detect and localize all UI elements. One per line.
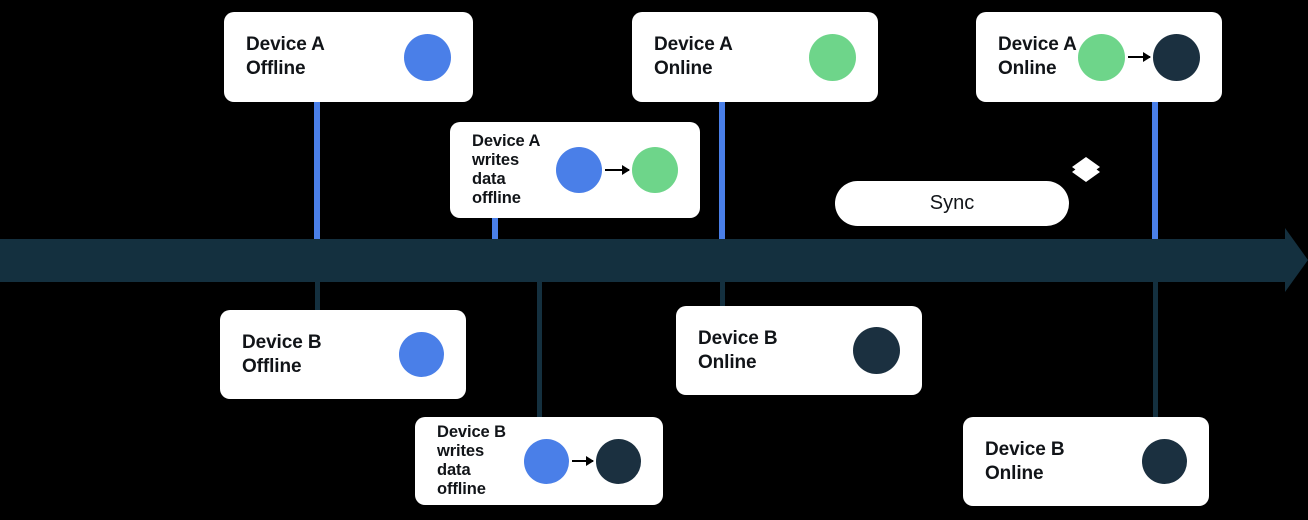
layers-icon <box>1069 153 1103 187</box>
card-device-a-writes-offline[interactable]: Device A writes data offline <box>450 122 700 218</box>
card-device-b-online-first-visual <box>853 327 900 374</box>
transition-arrow-icon <box>572 456 594 466</box>
transition-arrow-icon <box>605 165 630 175</box>
card-device-a-offline[interactable]: Device A Offline <box>224 12 473 102</box>
card-device-a-online-first-label: Device A Online <box>654 34 733 79</box>
card-device-a-online-sync-label: Device A Online <box>998 34 1077 79</box>
card-device-a-offline-label: Device A Offline <box>246 34 325 79</box>
status-dot-dark <box>1153 33 1200 81</box>
connector-device-a-online-1 <box>719 100 725 242</box>
card-device-b-online-first-label: Device B Online <box>698 327 778 373</box>
connector-device-a-offline <box>314 100 320 242</box>
card-device-b-online-synced-visual <box>1142 439 1187 484</box>
status-dot-blue <box>399 332 444 377</box>
connector-device-a-writes <box>492 218 498 242</box>
connector-device-b-online-2 <box>1153 279 1158 419</box>
connector-device-b-online-1 <box>720 279 725 307</box>
status-dot-dark <box>596 438 641 484</box>
sync-button-label: Sync <box>929 192 975 214</box>
card-device-b-offline-visual <box>399 332 444 377</box>
status-dot-green <box>1078 33 1125 81</box>
status-dot-green <box>632 147 678 193</box>
status-dot-blue <box>556 147 602 193</box>
card-device-b-online-first[interactable]: Device B Online <box>676 306 922 395</box>
card-device-a-writes-offline-label: Device A writes data offline <box>472 132 541 207</box>
connector-device-b-offline <box>315 279 320 312</box>
timeline-bar <box>0 239 1285 282</box>
card-device-b-online-synced[interactable]: Device B Online <box>963 417 1209 506</box>
card-device-b-offline[interactable]: Device B Offline <box>220 310 466 399</box>
status-dot-dark <box>1142 439 1187 484</box>
connector-device-a-online-2 <box>1152 100 1158 242</box>
card-device-a-writes-offline-visual <box>556 147 678 193</box>
status-dot-blue <box>524 438 569 484</box>
status-dot-dark <box>853 327 900 374</box>
connector-device-b-writes <box>537 279 542 419</box>
card-device-b-writes-offline[interactable]: Device B writes data offline <box>415 417 663 505</box>
card-device-a-online-first-visual <box>809 33 856 81</box>
sync-button[interactable]: Sync <box>835 181 1069 226</box>
card-device-b-online-synced-label: Device B Online <box>985 438 1065 484</box>
card-device-a-online-sync[interactable]: Device A Online <box>976 12 1222 102</box>
timeline-arrowhead-icon <box>1285 228 1308 292</box>
transition-arrow-icon <box>1128 52 1151 62</box>
card-device-a-offline-visual <box>404 33 451 81</box>
status-dot-green <box>809 33 856 81</box>
card-device-a-online-sync-visual <box>1078 33 1200 81</box>
card-device-b-writes-offline-visual <box>524 438 641 484</box>
card-device-b-offline-label: Device B Offline <box>242 331 322 377</box>
status-dot-blue <box>404 33 451 81</box>
card-device-a-online-first[interactable]: Device A Online <box>632 12 878 102</box>
card-device-b-writes-offline-label: Device B writes data offline <box>437 423 506 498</box>
